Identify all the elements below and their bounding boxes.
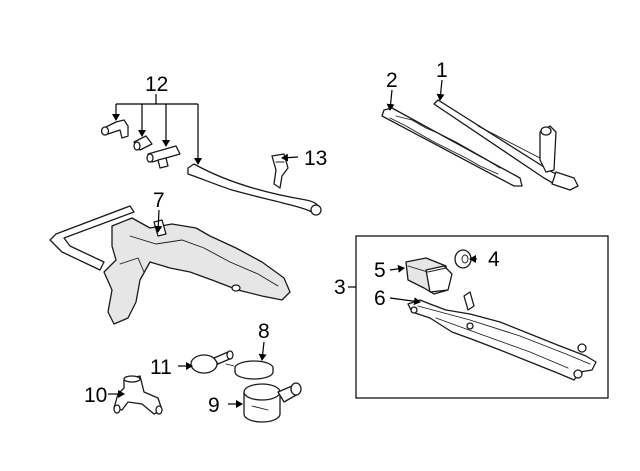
hose-connector-tee[interactable]: [146, 145, 181, 169]
hose-connector-elbow[interactable]: [100, 119, 129, 139]
callout-5: 5: [374, 259, 386, 282]
callout-8: 8: [258, 320, 270, 343]
callout-1: 1: [436, 59, 448, 82]
tee-connector-part[interactable]: [113, 375, 163, 415]
callout-3: 3: [334, 276, 346, 299]
reservoir-cap-part[interactable]: [225, 360, 274, 380]
callout-11: 11: [150, 356, 172, 379]
washer-hose[interactable]: [187, 163, 322, 216]
callout-10: 10: [84, 384, 107, 407]
wiper-arm-part[interactable]: [433, 99, 579, 191]
wiper-blade-part[interactable]: [381, 107, 523, 187]
hose-clip-part[interactable]: [271, 153, 289, 189]
callout-12: 12: [145, 73, 168, 96]
wiper-linkage-part[interactable]: [407, 291, 597, 381]
washer-pump-part[interactable]: [243, 382, 302, 423]
callout-4: 4: [488, 248, 500, 271]
wiper-motor-part[interactable]: [405, 257, 453, 295]
callout-2: 2: [386, 69, 398, 92]
callout-9: 9: [208, 394, 220, 417]
grommet-part[interactable]: [454, 249, 472, 269]
linkage-assembly-box: [355, 235, 609, 399]
washer-reservoir-part[interactable]: [49, 205, 291, 325]
callout-leaders: [108, 79, 477, 408]
pump-grommet-part[interactable]: [190, 350, 234, 374]
callout-7: 7: [153, 189, 165, 212]
hose-connector-straight[interactable]: [133, 135, 153, 151]
callout-6: 6: [374, 287, 386, 310]
callout-13: 13: [304, 147, 327, 170]
